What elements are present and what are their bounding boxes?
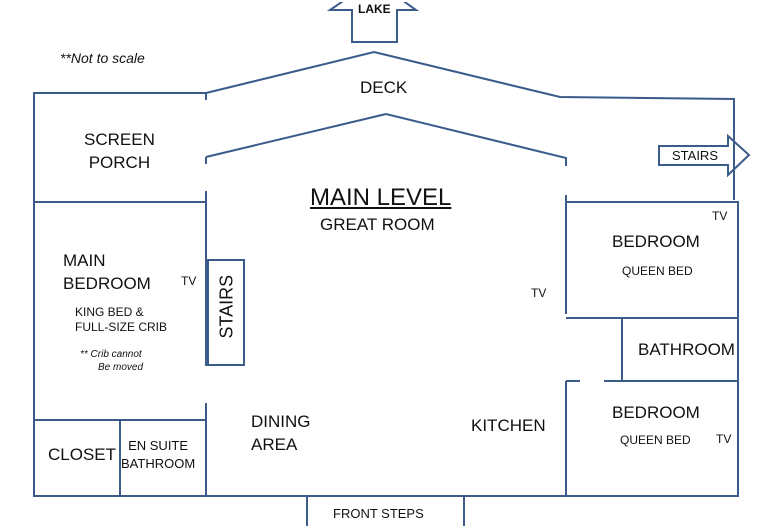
bedroom-1-title: BEDROOM [612,232,700,251]
main-bedroom-walls [33,201,739,497]
main-bedroom-beds: KING BED &FULL-SIZE CRIB [75,305,168,334]
front-steps-label: FRONT STEPS [333,506,424,521]
outside-stairs-arrow [658,133,751,178]
front-steps-box [306,495,465,526]
interior-stairs-box [207,259,245,366]
great-room-label: GREAT ROOM [320,215,435,234]
great-room-tv: TV [531,286,547,300]
bedroom-2-bed: QUEEN BED [620,433,691,447]
lake-arrow [326,0,420,43]
kitchen-label: KITCHEN [471,416,546,435]
not-to-scale-note: **Not to scale [60,50,145,66]
deck-outline [205,50,735,200]
bedroom-2-tv: TV [716,432,732,446]
bathroom-label: BATHROOM [638,340,735,359]
interior-stairs-label: STAIRS [216,274,237,339]
bedroom-2-title: BEDROOM [612,403,700,422]
outside-stairs-label: STAIRS [672,148,718,163]
bedroom-1-bed: QUEEN BED [622,264,693,278]
main-level-title: MAIN LEVEL [310,184,452,211]
bedroom-1-tv: TV [712,209,728,223]
screen-porch-walls [33,92,206,203]
deck-label: DECK [360,78,408,97]
main-bedroom-tv: TV [181,274,197,288]
great-room-roof [205,112,567,166]
lake-label: LAKE [358,2,391,16]
closet-label: CLOSET [48,445,117,464]
